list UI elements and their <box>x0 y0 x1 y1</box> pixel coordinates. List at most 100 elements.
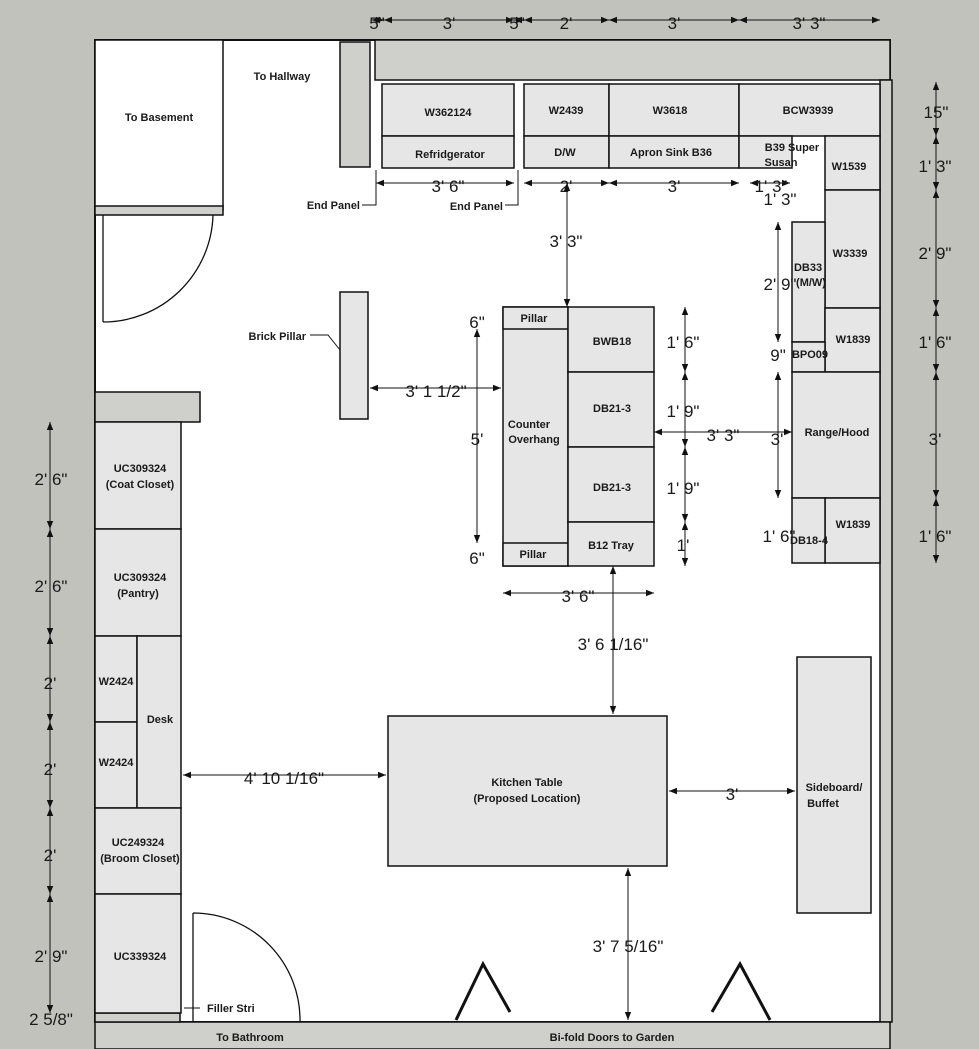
cabinet-broom-closet <box>94 807 182 895</box>
label-w1839-a: W1839 <box>836 334 871 346</box>
dim-right-3: 3' <box>929 430 942 449</box>
label-pillar-top: Pillar <box>521 313 549 325</box>
label-w1839-b: W1839 <box>836 519 871 531</box>
label-w3618: W3618 <box>653 105 688 117</box>
cabinet-apron-sink <box>608 135 740 169</box>
note-brick-pillar: Brick Pillar <box>249 331 307 343</box>
cabinet-refrigerator <box>381 135 515 169</box>
cabinet-uc339324 <box>94 893 182 1014</box>
label-to-bathroom: To Bathroom <box>216 1032 284 1044</box>
label-bpo09: BPO09 <box>792 349 828 361</box>
label-b39-line1: B39 Super <box>765 142 820 154</box>
filler-strip <box>94 1012 181 1023</box>
dim-pillar-gap: 3' 1 1/2" <box>405 382 466 401</box>
kitchen-table <box>387 715 668 867</box>
cabinet-w2424-a <box>94 635 138 723</box>
cabinet-b39 <box>738 135 793 169</box>
label-db33-line1: DB33 <box>794 262 822 274</box>
island-b12-tray <box>567 521 655 567</box>
dimension-lines <box>46 16 940 1020</box>
label-table-line2: (Proposed Location) <box>474 793 581 805</box>
label-coat-line2: (Coat Closet) <box>106 479 175 491</box>
label-overhang-line2: Overhang <box>508 434 559 446</box>
label-bwb18: BWB18 <box>593 336 632 348</box>
note-filler-strip: Filler Stri <box>207 1003 255 1015</box>
dim-right-1-6b: 1' 6" <box>919 527 952 546</box>
label-w2424-b: W2424 <box>99 757 135 769</box>
dim-top-2: 2' <box>560 14 573 33</box>
island-overhang <box>502 306 569 567</box>
dim-isl-1-9b: 1' 9" <box>667 479 700 498</box>
dim-run-3: 3' <box>668 177 681 196</box>
dim-isl-width: 3' 6" <box>562 587 595 606</box>
label-w2424-a: W2424 <box>99 676 135 688</box>
label-pantry-line2: (Pantry) <box>117 588 159 600</box>
label-w3339: W3339 <box>833 248 868 260</box>
island-db21-3-b <box>567 446 655 523</box>
top-wall <box>374 39 891 81</box>
cabinet-w362124 <box>381 83 515 137</box>
dim-inner-9: 9" <box>770 346 786 365</box>
dim-isl-to-range: 3' 3" <box>707 426 740 445</box>
cabinet-coat-closet <box>94 421 182 530</box>
label-coat-line1: UC309324 <box>114 463 167 475</box>
label-db18-4: DB18-4 <box>790 535 829 547</box>
dim-isl-1: 1' <box>677 536 690 555</box>
label-range-hood: Range/Hood <box>805 427 870 439</box>
label-b39-line2: Susan <box>764 157 797 169</box>
label-w1539: W1539 <box>832 161 867 173</box>
dim-isl-5: 5' <box>471 430 484 449</box>
label-pillar-bottom: Pillar <box>520 549 548 561</box>
sideboard <box>796 656 872 914</box>
left-wall-stub <box>94 391 201 423</box>
label-db33-line2: (M/W) <box>796 277 826 289</box>
dim-table-to-wall: 3' 7 5/16" <box>593 937 664 956</box>
dim-left-2-6b: 2' 6" <box>35 577 68 596</box>
label-w2439: W2439 <box>549 105 584 117</box>
cabinet-w2424-b <box>94 721 138 809</box>
label-to-hallway: To Hallway <box>254 71 312 83</box>
bifold-door-right <box>710 960 772 1021</box>
bottom-wall <box>94 1021 891 1049</box>
dim-left-2-5-8: 2 5/8" <box>29 1010 73 1029</box>
dim-left-2-6a: 2' 6" <box>35 470 68 489</box>
label-pantry-line1: UC309324 <box>114 572 167 584</box>
label-w362124: W362124 <box>424 107 472 119</box>
cabinet-dw <box>523 135 610 169</box>
dim-top-3b: 3' <box>668 14 681 33</box>
basement-door-swing <box>102 214 214 323</box>
right-wall <box>879 79 893 1023</box>
basement-partition <box>94 205 224 216</box>
dim-right-1-3: 1' 3" <box>919 157 952 176</box>
dim-top-5a: 5" <box>369 14 385 33</box>
dim-run-2: 2' <box>560 177 573 196</box>
dim-aisle-3-3: 3' 3" <box>550 232 583 251</box>
dim-isl-6b: 6" <box>469 549 485 568</box>
note-end-panel-left: End Panel <box>307 200 360 212</box>
dim-top-3-3: 3' 3" <box>793 14 826 33</box>
cabinet-range-hood <box>791 371 881 499</box>
bifold-door-left <box>454 960 512 1021</box>
island-bwb18 <box>567 306 655 373</box>
dim-top-5b: 5" <box>509 14 525 33</box>
label-refrigerator: Refridgerator <box>415 149 485 161</box>
dim-isl-6a: 6" <box>469 313 485 332</box>
label-bcw3939: BCW3939 <box>783 105 834 117</box>
cabinet-w3339 <box>824 189 881 309</box>
label-sideboard-line2: Buffet <box>807 798 839 810</box>
end-panel-wall <box>339 41 371 168</box>
dim-run-1-3: 1' 3" <box>755 177 788 196</box>
label-sideboard-line1: Sideboard/ <box>806 782 863 794</box>
cabinet-db18-4 <box>791 497 826 564</box>
dim-inner-2-9: 2' 9" <box>764 275 797 294</box>
label-bifold: Bi-fold Doors to Garden <box>550 1032 675 1044</box>
dim-left-2a: 2' <box>44 674 57 693</box>
cabinet-db33 <box>791 221 826 343</box>
label-db21-3-b: DB21-3 <box>593 482 631 494</box>
dim-right-2-9: 2' 9" <box>919 244 952 263</box>
bathroom-door-swing <box>192 912 301 1023</box>
cabinet-w1539 <box>824 135 881 191</box>
dim-right-1-6a: 1' 6" <box>919 333 952 352</box>
dim-inner-3: 3' <box>771 430 784 449</box>
